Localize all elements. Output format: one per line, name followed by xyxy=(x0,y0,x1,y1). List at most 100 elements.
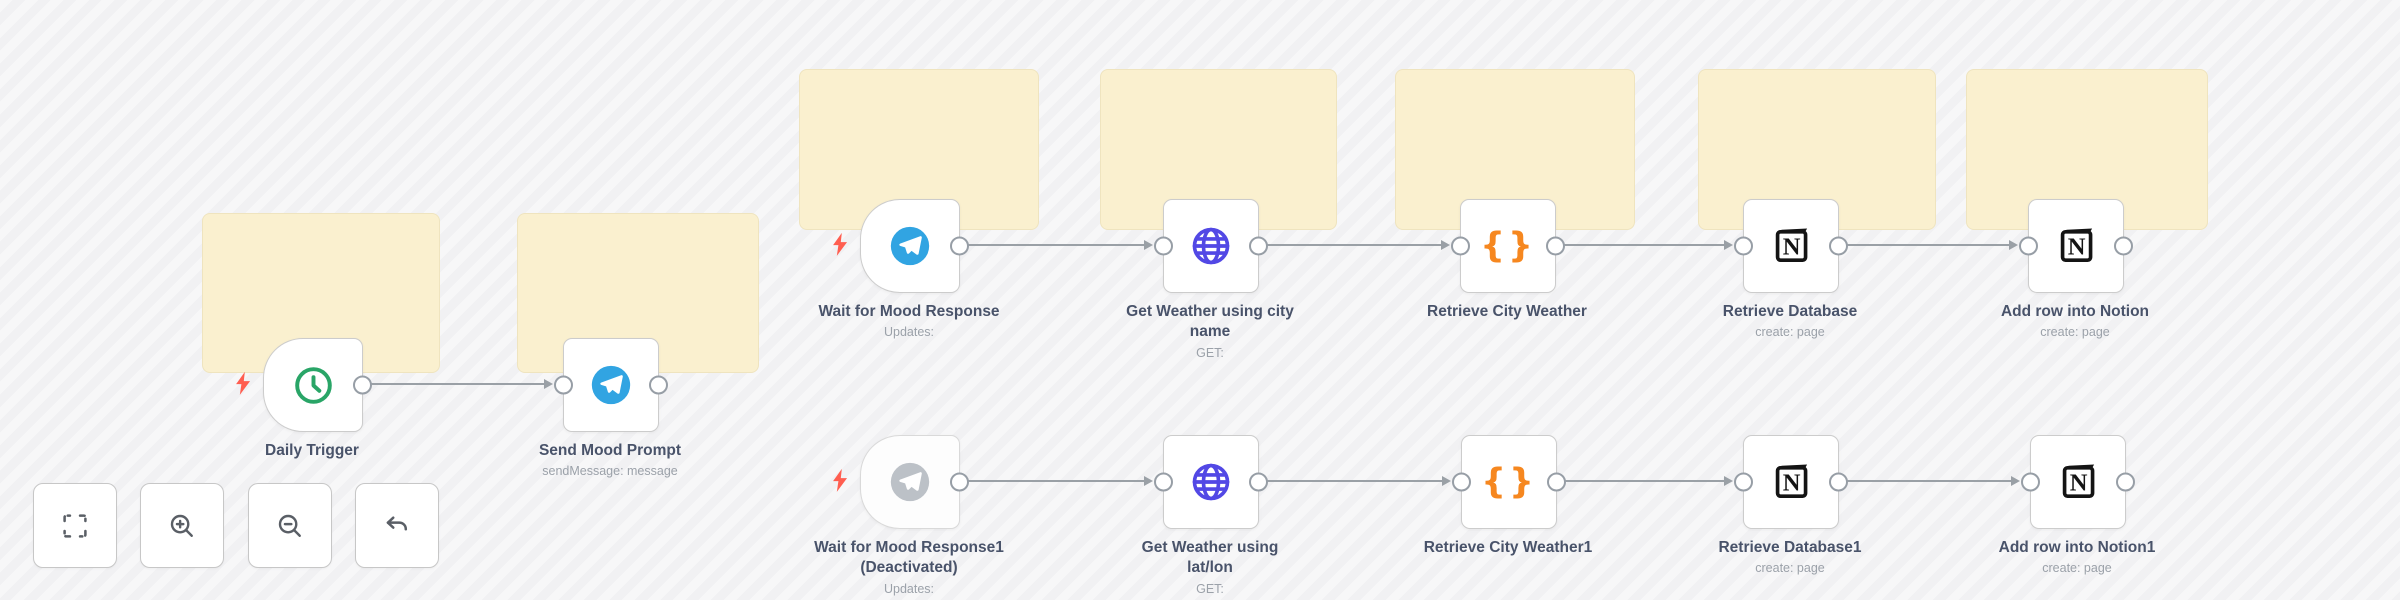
connection-line[interactable] xyxy=(1266,244,1441,246)
input-port[interactable] xyxy=(2021,472,2040,492)
node-title: Retrieve Database1 xyxy=(1718,539,1862,556)
node-title: Retrieve Database xyxy=(1722,303,1858,320)
node-arn1[interactable]: N xyxy=(2021,435,2135,529)
input-port[interactable] xyxy=(1734,236,1753,256)
connection-arrowhead xyxy=(1724,476,1733,486)
output-port[interactable] xyxy=(649,375,668,395)
node-title: Add row into Notion xyxy=(2000,303,2150,320)
zoom-out-icon xyxy=(274,510,306,542)
connection-line[interactable] xyxy=(1846,480,2011,482)
input-port[interactable] xyxy=(1154,236,1173,256)
node-subtitle: create: page xyxy=(2042,561,2112,576)
node-wmr[interactable] xyxy=(860,199,969,293)
sticky-note[interactable] xyxy=(1966,69,2208,230)
output-port[interactable] xyxy=(1249,472,1268,492)
node-gwl[interactable] xyxy=(1154,435,1268,529)
notion-icon: N xyxy=(1768,459,1814,505)
node-label: Retrieve City Weather xyxy=(1392,302,1622,322)
input-port[interactable] xyxy=(1154,472,1173,492)
connection-line[interactable] xyxy=(1563,244,1724,246)
svg-text:N: N xyxy=(1783,469,1801,496)
node-title: Wait for Mood Response xyxy=(818,303,1000,320)
node-rcw1[interactable]: {} xyxy=(1452,435,1566,529)
braces-icon: {} xyxy=(1480,225,1536,266)
input-port[interactable] xyxy=(1452,472,1471,492)
output-port[interactable] xyxy=(950,236,969,256)
node-title: Get Weather using city name xyxy=(1126,303,1294,341)
zoom-in-button[interactable] xyxy=(140,483,224,568)
connection-line[interactable] xyxy=(1846,244,2009,246)
connection-arrowhead xyxy=(1724,240,1733,250)
fit-icon xyxy=(59,510,91,542)
node-label: Retrieve City Weather1 xyxy=(1393,538,1623,558)
input-port[interactable] xyxy=(2019,236,2038,256)
node-subtitle: Updates: xyxy=(883,325,935,340)
output-port[interactable] xyxy=(2116,472,2135,492)
node-subtitle: create: page xyxy=(1755,325,1825,340)
node-rdb1[interactable]: N xyxy=(1734,435,1848,529)
node-rdb[interactable]: N xyxy=(1734,199,1848,293)
node-label: Add row into Notion create: page xyxy=(1960,302,2190,339)
node-wmr1[interactable] xyxy=(860,435,969,529)
node-title: Wait for Mood Response1 (Deactivated) xyxy=(814,539,1004,577)
node-title: Get Weather using lat/lon xyxy=(1141,539,1279,577)
connection-arrowhead xyxy=(2011,476,2020,486)
telegram-icon xyxy=(588,362,634,408)
node-label: Retrieve Database1 create: page xyxy=(1675,538,1905,575)
node-label: Wait for Mood Response1 (Deactivated)Upd… xyxy=(794,538,1024,596)
output-port[interactable] xyxy=(1546,236,1565,256)
node-subtitle: create: page xyxy=(2040,325,2110,340)
zoom-out-button[interactable] xyxy=(248,483,332,568)
connection-line[interactable] xyxy=(967,480,1144,482)
connection-line[interactable] xyxy=(370,383,544,385)
node-rcw[interactable]: {} xyxy=(1451,199,1565,293)
trigger-bolt-icon xyxy=(831,468,849,498)
input-port[interactable] xyxy=(1451,236,1470,256)
connection-line[interactable] xyxy=(1266,480,1442,482)
connection-arrowhead xyxy=(1442,476,1451,486)
connection-line[interactable] xyxy=(1564,480,1724,482)
node-label: Send Mood Prompt sendMessage: message xyxy=(495,441,725,478)
connection-line[interactable] xyxy=(967,244,1144,246)
output-port[interactable] xyxy=(2114,236,2133,256)
node-arn[interactable]: N xyxy=(2019,199,2133,293)
output-port[interactable] xyxy=(1249,236,1268,256)
node-subtitle: GET: xyxy=(1196,345,1224,360)
output-port[interactable] xyxy=(1829,236,1848,256)
input-port[interactable] xyxy=(1734,472,1753,492)
clock-icon xyxy=(291,363,336,408)
notion-icon: N xyxy=(2055,459,2101,505)
trigger-bolt-icon xyxy=(234,371,252,401)
node-subtitle: create: page xyxy=(1755,561,1825,576)
notion-icon: N xyxy=(1768,223,1814,269)
svg-text:N: N xyxy=(2070,469,2088,496)
node-gwc[interactable] xyxy=(1154,199,1268,293)
zoom-to-fit-button[interactable] xyxy=(33,483,117,568)
node-subtitle: sendMessage: message xyxy=(542,464,678,479)
connection-arrowhead xyxy=(544,379,553,389)
output-port[interactable] xyxy=(1547,472,1566,492)
node-subtitle: GET: xyxy=(1196,581,1224,596)
node-label: Add row into Notion1 create: page xyxy=(1962,538,2192,575)
braces-icon: {} xyxy=(1481,461,1537,502)
output-port[interactable] xyxy=(1829,472,1848,492)
trigger-bolt-icon xyxy=(831,232,849,262)
connection-arrowhead xyxy=(1144,476,1153,486)
output-port[interactable] xyxy=(950,472,969,492)
reset-zoom-button[interactable] xyxy=(355,483,439,568)
node-label: Daily Trigger xyxy=(197,441,427,461)
input-port[interactable] xyxy=(554,375,573,395)
svg-text:N: N xyxy=(1783,233,1801,260)
node-smp[interactable] xyxy=(554,338,668,432)
svg-text:N: N xyxy=(2068,233,2086,260)
connection-arrowhead xyxy=(1144,240,1153,250)
node-dt[interactable] xyxy=(263,338,372,432)
connection-arrowhead xyxy=(1441,240,1450,250)
node-title: Send Mood Prompt xyxy=(538,442,682,459)
node-title: Add row into Notion1 xyxy=(1998,539,2156,556)
telegram-icon xyxy=(887,459,933,505)
output-port[interactable] xyxy=(353,375,372,395)
